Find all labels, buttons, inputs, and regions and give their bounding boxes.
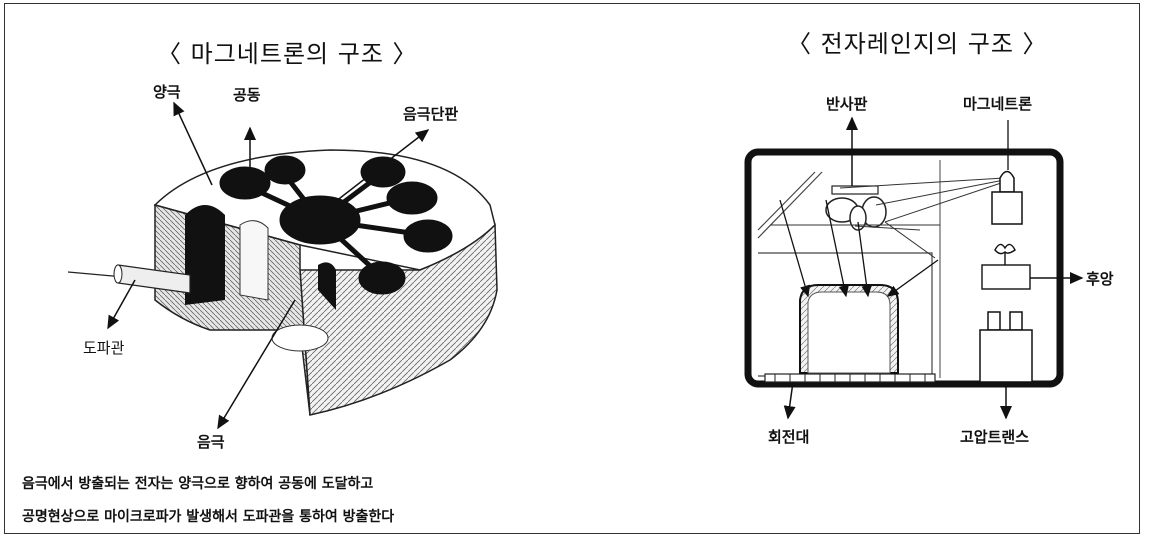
waveguide-tube bbox=[67, 264, 191, 294]
label-fan: 후앙 bbox=[1086, 270, 1114, 288]
left-title: 〈 마그네트론의 구조 〉 bbox=[157, 40, 418, 68]
label-cavity: 공동 bbox=[233, 86, 261, 104]
gap-slot bbox=[318, 262, 336, 310]
magnetron-side-wall bbox=[299, 223, 498, 416]
right-title: 〈 전자레인지의 구조 〉 bbox=[787, 30, 1048, 58]
resonant-cavities bbox=[219, 155, 453, 295]
cutaway-cavity bbox=[185, 205, 225, 305]
caption-line-2: 공명현상으로 마이크로파가 발생해서 도파관을 통하여 방출한다 bbox=[22, 509, 395, 525]
wave-paths bbox=[770, 177, 1005, 259]
arrow-cathode-plate bbox=[321, 129, 430, 213]
arrow-waveguide bbox=[107, 279, 136, 330]
label-cathode: 음극 bbox=[197, 433, 225, 451]
label-cathode-plate: 음극단판 bbox=[403, 105, 459, 123]
arrow-anode bbox=[173, 101, 213, 186]
label-magnetron: 마그네트론 bbox=[963, 95, 1033, 113]
wave-arrows bbox=[779, 199, 939, 298]
label-reflector: 반사판 bbox=[826, 95, 868, 113]
fan-unit bbox=[981, 243, 1031, 290]
arrow-turntable bbox=[783, 381, 796, 420]
label-anode: 양극 bbox=[153, 83, 181, 101]
label-waveguide: 도파관 bbox=[83, 339, 125, 357]
label-turntable: 회전대 bbox=[768, 428, 810, 446]
caption-line-1: 음극에서 방출되는 전자는 양극으로 향하여 공동에 도달하고 bbox=[22, 476, 374, 492]
magnetron-unit bbox=[991, 170, 1023, 225]
arrow-cathode bbox=[217, 299, 296, 430]
reflector-plate bbox=[831, 185, 879, 195]
label-transformer: 고압트랜스 bbox=[960, 428, 1030, 446]
transformer-unit bbox=[979, 311, 1033, 383]
oven-housing bbox=[744, 148, 1064, 388]
figure-frame bbox=[4, 3, 1140, 534]
cavity-diagonal bbox=[757, 171, 823, 239]
inner-slot bbox=[239, 220, 269, 301]
